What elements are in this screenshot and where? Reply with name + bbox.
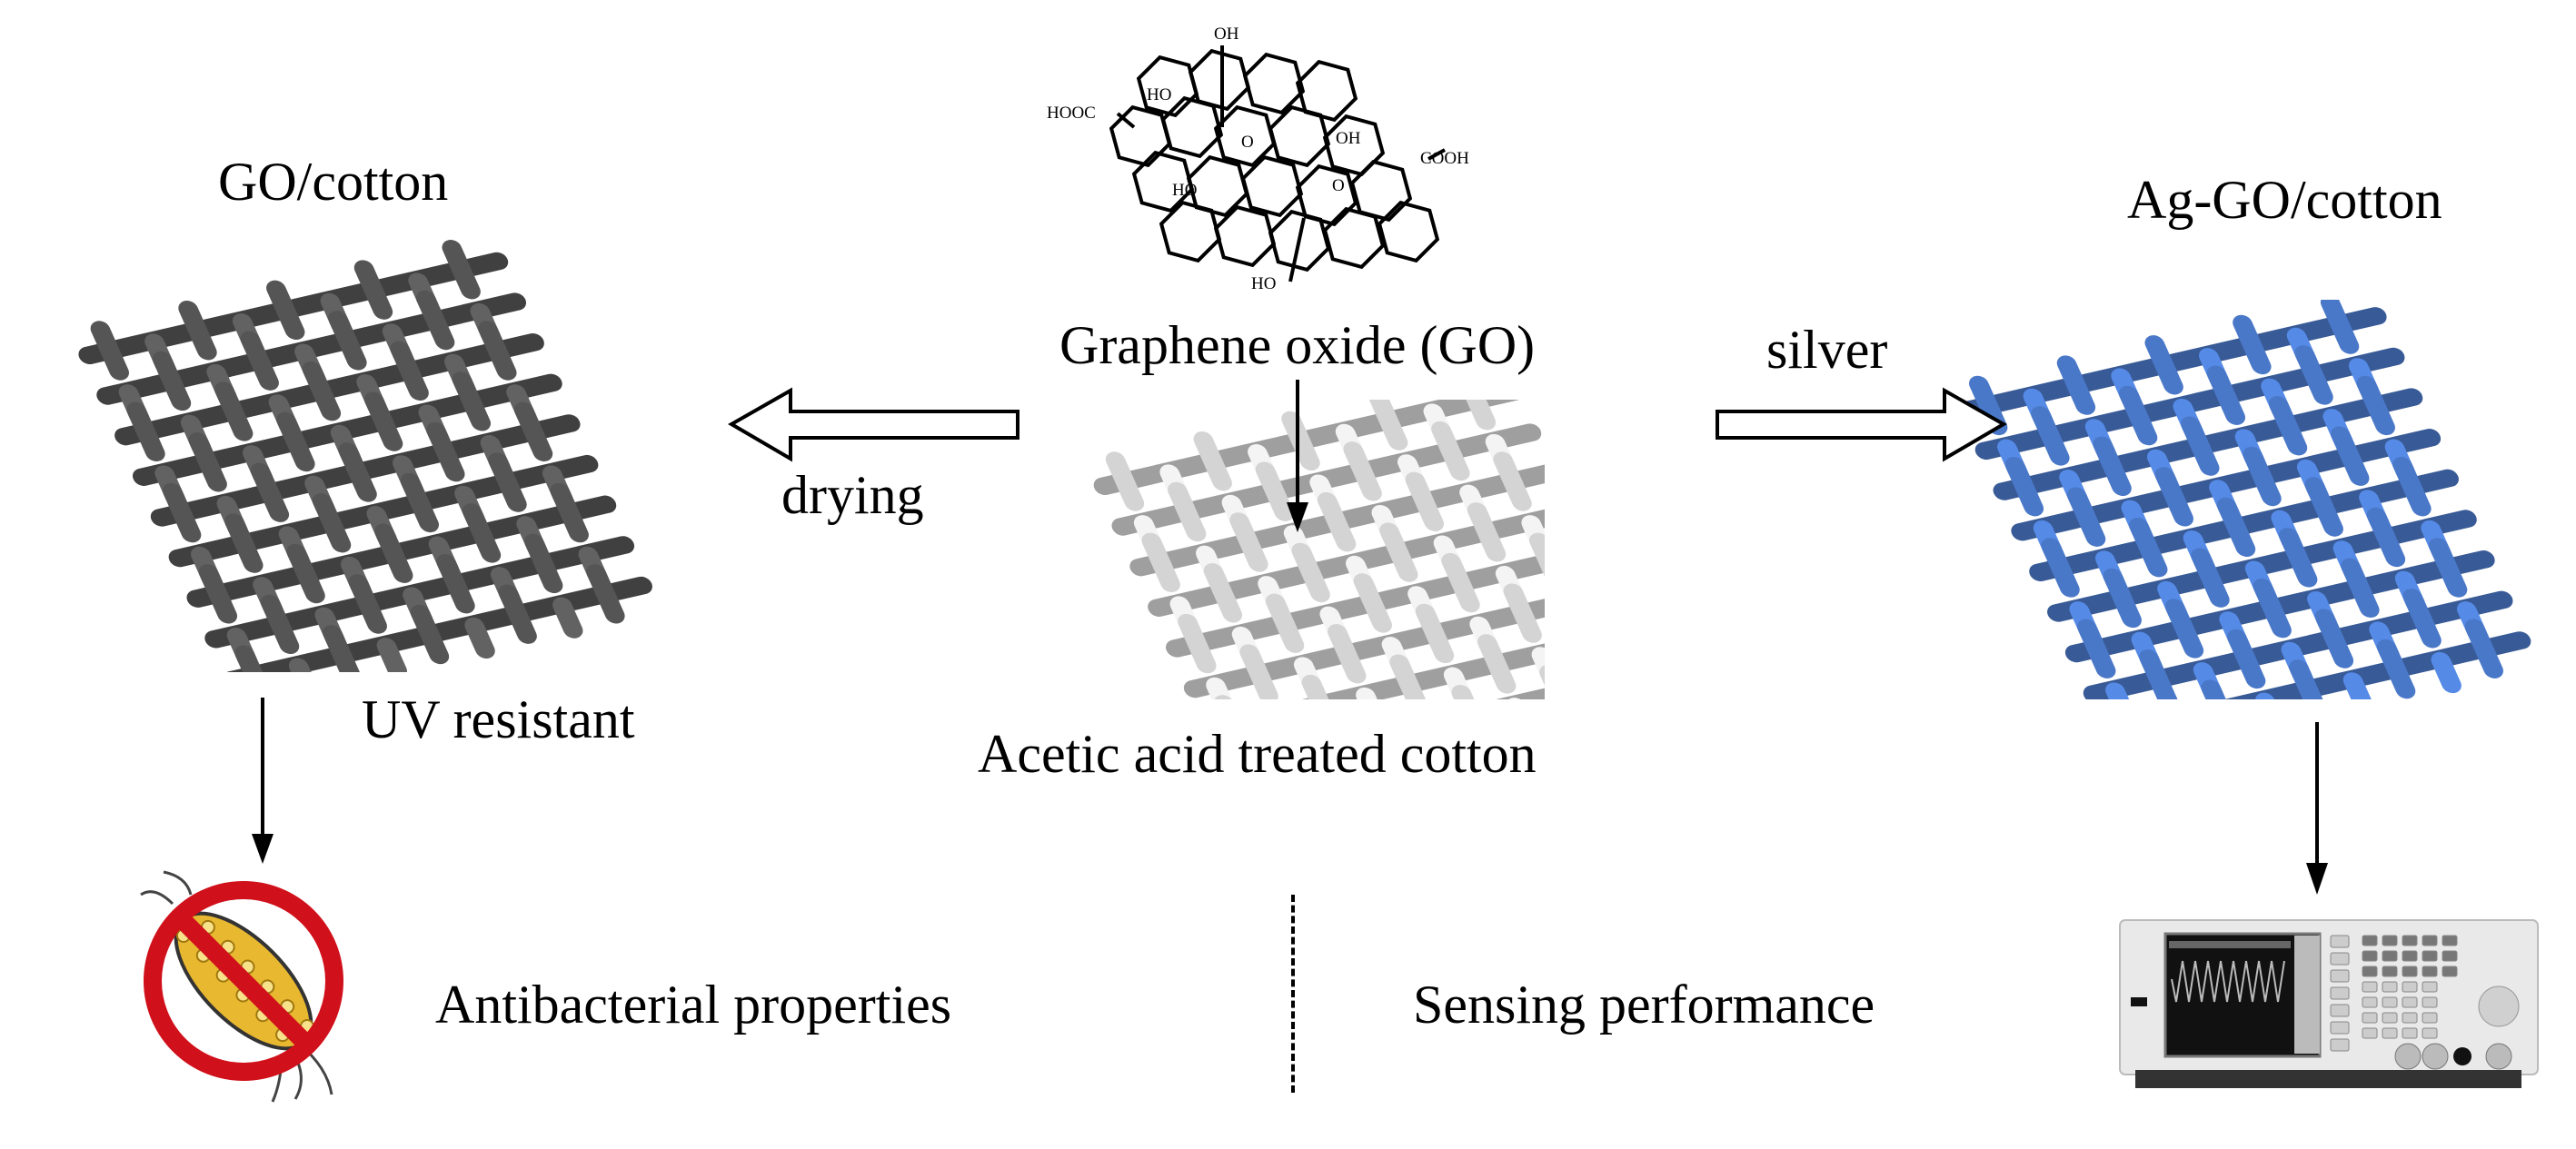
- group-ho-left: HO: [1147, 85, 1171, 104]
- drying-hollow-arrow: [727, 387, 1019, 462]
- dashed-divider: [1291, 895, 1295, 1093]
- coating-down-arrow: [1287, 380, 1308, 532]
- group-hooc: HOOC: [1047, 104, 1096, 123]
- silver-label: silver: [1766, 320, 1888, 380]
- ag-go-cotton-fabric: [1956, 300, 2531, 699]
- graphene-oxide-structure: OH HO HOOC O OH COOH HO O HO: [1047, 25, 1469, 293]
- go-cotton-fabric: [78, 240, 652, 672]
- uv-resistant-label: UV resistant: [362, 689, 635, 749]
- signal-analyzer-instrument: [2119, 919, 2539, 1088]
- sensing-down-arrow: [2306, 722, 2328, 895]
- group-ho-mid: HO: [1172, 181, 1197, 200]
- group-ho-bottom: HO: [1251, 274, 1276, 293]
- go-cotton-label: GO/cotton: [218, 152, 449, 212]
- silver-hollow-arrow: [1716, 387, 2008, 462]
- group-o-epoxy1: O: [1241, 133, 1254, 152]
- antibacterial-down-arrow: [252, 698, 274, 864]
- group-oh-right: OH: [1336, 129, 1361, 148]
- acetic-cotton-label: Acetic acid treated cotton: [978, 724, 1537, 784]
- group-o-epoxy2: O: [1332, 176, 1345, 195]
- group-cooh: COOH: [1420, 149, 1469, 168]
- ag-go-cotton-label: Ag-GO/cotton: [2127, 170, 2442, 230]
- drying-label: drying: [781, 465, 924, 525]
- acetic-cotton-fabric: [1093, 400, 1545, 699]
- sensing-label: Sensing performance: [1413, 975, 1875, 1035]
- graphene-oxide-label: Graphene oxide (GO): [1059, 315, 1536, 375]
- group-oh-top: OH: [1214, 25, 1239, 44]
- antibacterial-label: Antibacterial properties: [435, 975, 952, 1035]
- no-bacteria-icon: [140, 870, 343, 1103]
